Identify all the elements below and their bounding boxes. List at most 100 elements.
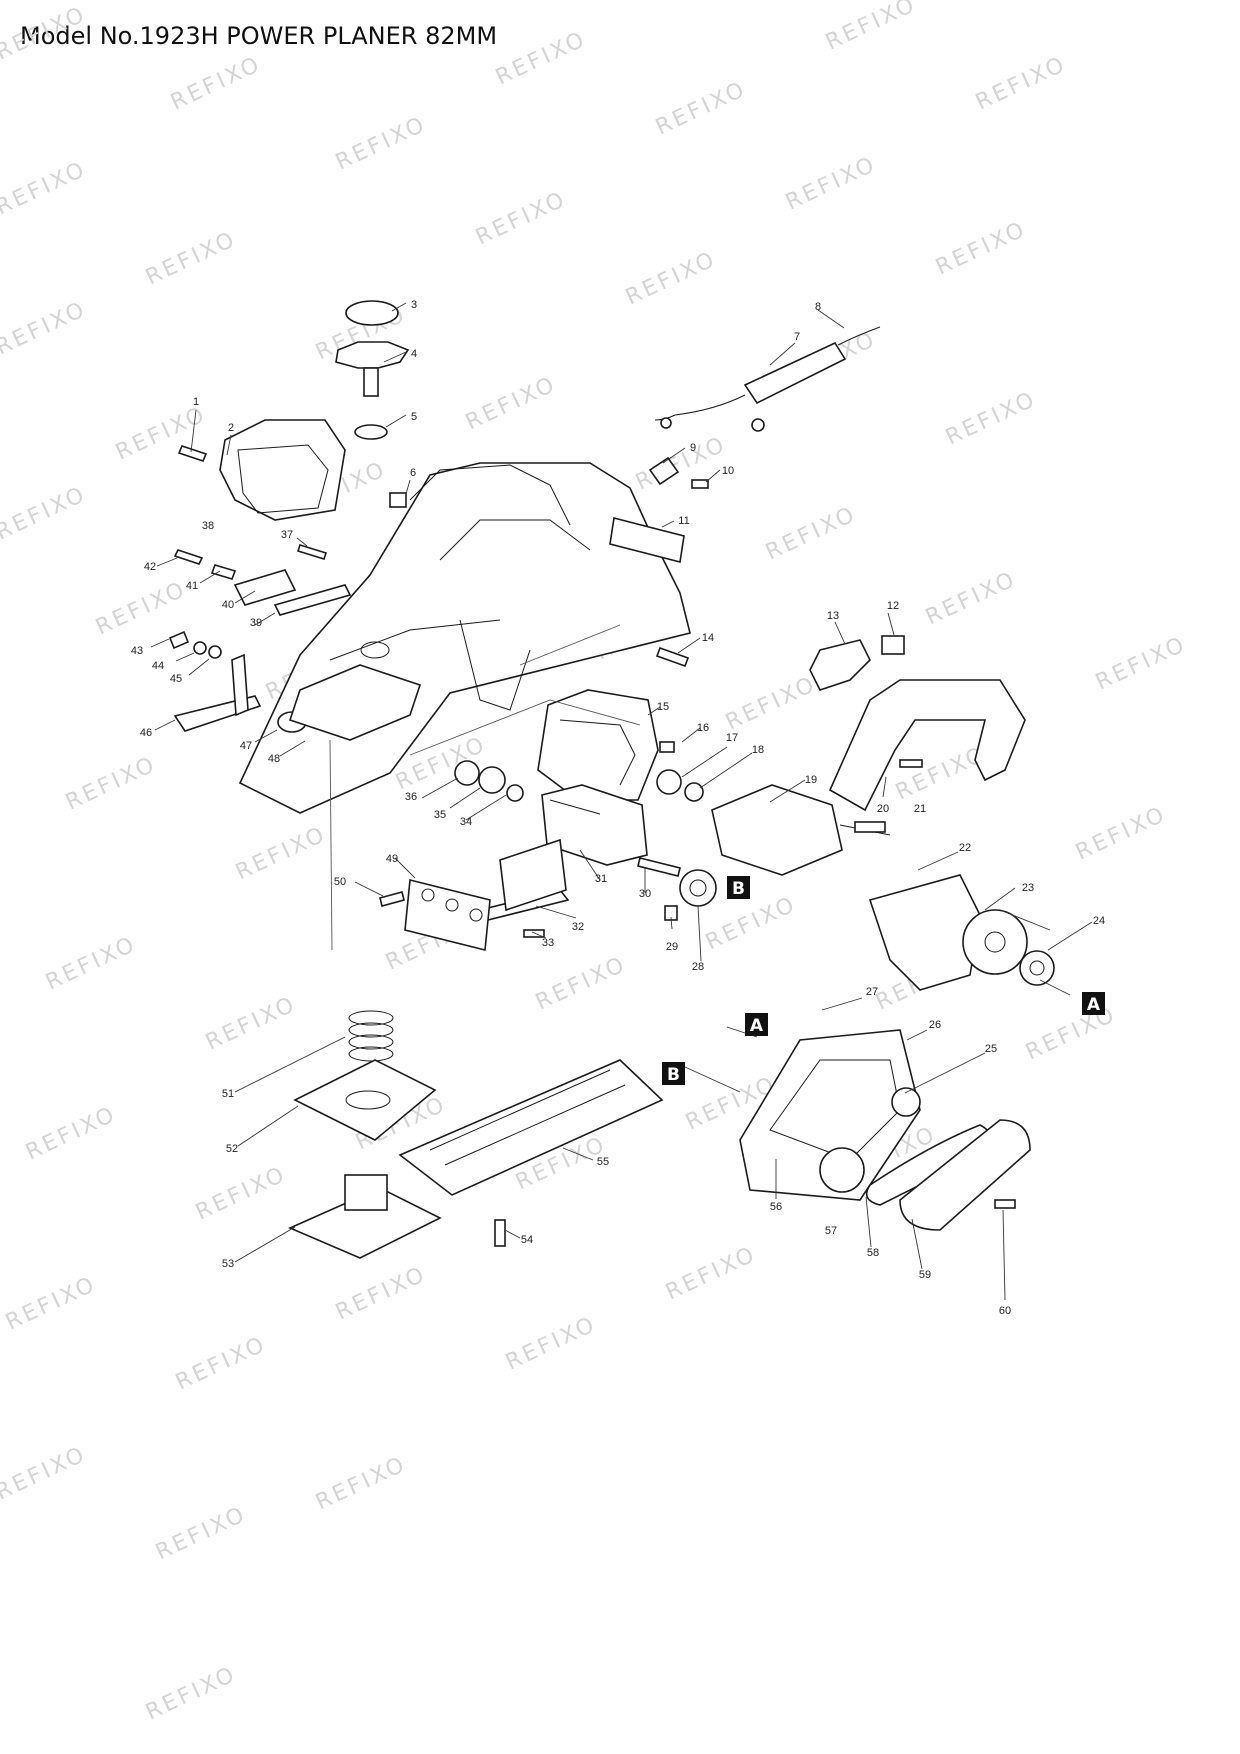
part-15-field [537, 689, 659, 801]
part-label-24: 24 [1093, 915, 1105, 927]
part-label-50: 50 [334, 876, 346, 888]
part-label-29: 29 [666, 941, 678, 953]
part-10-screw [691, 479, 709, 489]
watermark-text: REFIXO [532, 952, 631, 1016]
page-title: Model No.1923H POWER PLANER 82MM [20, 22, 498, 50]
watermark-text: REFIXO [2, 1272, 101, 1336]
part-label-13: 13 [827, 610, 839, 622]
part-label-11: 11 [678, 515, 689, 527]
part-14-screw [655, 646, 690, 668]
part-label-44: 44 [152, 660, 164, 672]
part-label-28: 28 [692, 961, 704, 973]
watermark-text: REFIXO [0, 1442, 91, 1506]
watermark-text: REFIXO [142, 227, 241, 291]
reference-marker-letter: B [667, 1065, 680, 1085]
part-label-7: 7 [794, 331, 800, 343]
reference-marker-a: A [745, 1013, 768, 1036]
part-label-59: 59 [919, 1269, 931, 1281]
watermark-text: REFIXO [0, 2, 91, 66]
part-33-screw [523, 929, 545, 938]
part-20-handle [828, 679, 1026, 812]
part-44 [193, 641, 207, 655]
reference-marker-letter: A [1087, 995, 1101, 1015]
part-label-25: 25 [985, 1043, 997, 1055]
watermark-text: REFIXO [332, 112, 431, 176]
part-label-3: 3 [411, 299, 417, 311]
leader-lines [150, 302, 1093, 1301]
watermark-text: REFIXO [722, 672, 821, 736]
part-label-55: 55 [597, 1156, 609, 1168]
part-11-nameplate [609, 517, 685, 563]
part-label-22: 22 [959, 842, 971, 854]
part-18-washer [684, 782, 704, 802]
part-label-16: 16 [697, 722, 709, 734]
part-label-14: 14 [702, 632, 714, 644]
watermark-text: REFIXO [782, 152, 881, 216]
part-label-12: 12 [887, 600, 899, 612]
part-60-screw [994, 1199, 1016, 1209]
part-label-40: 40 [222, 599, 234, 611]
part-32-holder [499, 838, 567, 912]
watermark-text: REFIXO [702, 892, 801, 956]
part-label-53: 53 [222, 1258, 234, 1270]
part-28-bearing [679, 869, 717, 907]
part-43-wingnut [168, 630, 190, 650]
part-label-15: 15 [657, 701, 669, 713]
part-label-38: 38 [202, 520, 214, 532]
part-50-screw [379, 891, 405, 907]
part-57-pulley [819, 1147, 865, 1193]
part-label-45: 45 [170, 673, 182, 685]
reference-marker-letter: A [750, 1016, 764, 1036]
parts-drawing [168, 300, 1055, 1259]
watermark-text: REFIXO [232, 822, 331, 886]
part-label-20: 20 [877, 803, 889, 815]
part-49-gauge [404, 878, 491, 952]
reference-marker-b: B [727, 876, 750, 899]
part-label-4: 4 [411, 348, 417, 360]
watermark-text: REFIXO [622, 247, 721, 311]
part-label-2: 2 [228, 422, 234, 434]
watermark-layer: REFIXOREFIXOREFIXOREFIXOREFIXOREFIXOREFI… [0, 0, 1191, 1725]
watermark-text: REFIXO [92, 577, 191, 641]
part-54-screw [494, 1219, 506, 1247]
watermark-text: REFIXO [332, 1262, 431, 1326]
watermark-text: REFIXO [972, 52, 1071, 116]
part-label-1: 1 [193, 396, 199, 408]
watermark-text: REFIXO [1022, 1002, 1121, 1066]
part-label-42: 42 [144, 561, 156, 573]
part-label-52: 52 [226, 1143, 238, 1155]
watermark-text: REFIXO [652, 77, 751, 141]
part-48-front-base [288, 664, 422, 741]
part-label-26: 26 [929, 1019, 941, 1031]
watermark-text: REFIXO [0, 482, 91, 546]
part-label-56: 56 [770, 1201, 782, 1213]
part-40-bracket [233, 569, 297, 606]
part-label-41: 41 [186, 580, 198, 592]
watermark-text: REFIXO [42, 932, 141, 996]
part-label-60: 60 [999, 1305, 1011, 1317]
watermark-text: REFIXO [312, 1452, 411, 1516]
watermark-text: REFIXO [502, 1312, 601, 1376]
part-41 [210, 564, 237, 580]
reference-marker-box [727, 876, 750, 899]
part-label-8: 8 [815, 301, 821, 313]
part-label-58: 58 [867, 1247, 879, 1259]
part-17-bearing [656, 769, 682, 795]
reference-marker-a: A [1082, 992, 1105, 1015]
watermark-text: REFIXO [492, 27, 591, 91]
part-label-49: 49 [386, 853, 398, 865]
part-label-5: 5 [411, 411, 417, 423]
part-4-knob [335, 341, 410, 369]
part-label-46: 46 [140, 727, 152, 739]
part-24-bearing [1019, 950, 1055, 986]
part-55-shoe [398, 1059, 664, 1196]
part-6 [389, 492, 407, 508]
watermark-text: REFIXO [22, 1102, 121, 1166]
watermark-text: REFIXO [152, 1502, 251, 1566]
watermark-text: REFIXO [202, 992, 301, 1056]
part-37-screw [296, 544, 328, 560]
part-1-screw [177, 445, 208, 462]
part-34 [506, 784, 524, 802]
